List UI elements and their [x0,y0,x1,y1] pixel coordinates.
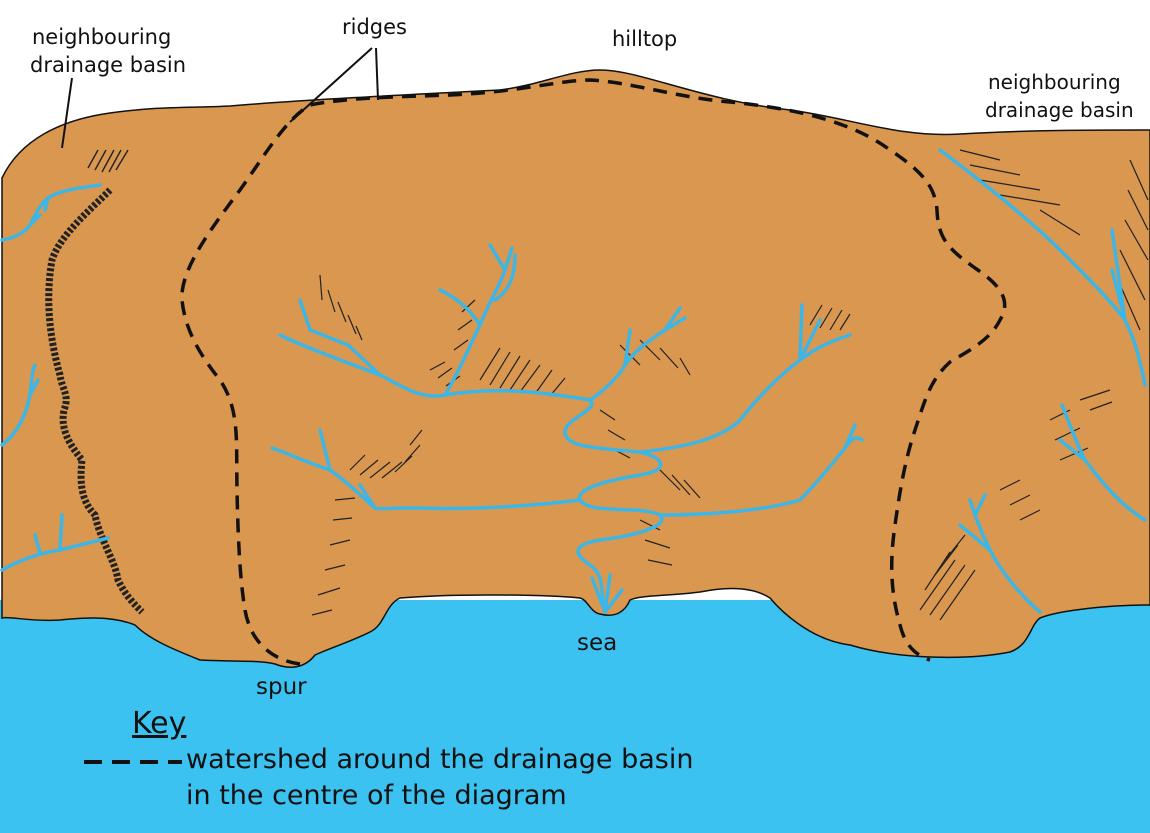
rivers [0,148,1147,614]
left-basin-river-2 [0,363,40,447]
river-tributary-4 [638,303,852,454]
slope-hatching-centre-7 [311,497,356,616]
ridges-pointer [289,47,379,123]
key-description-line1: watershed around the drainage basin [186,744,694,775]
slope-hatching-centre-1 [319,274,363,341]
hilltop-label: hilltop [612,27,678,51]
key-description: watershed around the drainage basin in t… [186,742,694,814]
slope-hatching-right-3 [1049,389,1113,461]
slope-hatching-centre-3 [479,347,566,397]
slope-hatching-right-2 [1117,159,1149,331]
slope-hatching-centre-8 [639,469,701,566]
sea-label: sea [577,630,618,656]
slope-hatching-right-4 [999,479,1041,521]
left-basin-river-3 [0,513,110,572]
neighbouring-left-pointer [61,77,73,149]
river-tributary-2 [438,243,517,397]
neighbouring-left-label-line2: drainage basin [30,53,187,77]
key-description-line2: in the centre of the diagram [186,780,567,811]
ridges-label: ridges [342,15,407,39]
spur-label: spur [256,674,307,700]
slope-hatching-centre-4 [599,339,691,459]
key-title: Key [132,706,187,741]
river-mouth-branches [590,573,624,614]
neighbouring-right-label-line1: neighbouring [988,70,1121,94]
neighbouring-left-label-line1: neighbouring [32,25,172,49]
river-tributary-6 [658,423,864,517]
slope-hatching-right-5 [919,534,976,621]
right-basin-river-3 [958,493,1042,614]
river-tributary-3 [588,306,687,402]
neighbouring-right-label-line2: drainage basin [985,98,1134,122]
right-basin-river-2 [1058,403,1147,522]
left-basin-river-1 [0,183,102,242]
slope-hatching-centre-5 [809,304,851,331]
slope-hatching-right-1 [959,149,1081,236]
slope-hatching-centre-6 [349,429,423,479]
slope-hatching-top-left [87,149,129,173]
main-river [278,333,664,614]
river-tributary-1 [298,298,382,377]
right-basin-river-1 [938,148,1147,387]
slope-hatching-left-ridge [45,187,145,615]
land-area [1,69,1150,668]
river-tributary-5 [270,428,582,511]
